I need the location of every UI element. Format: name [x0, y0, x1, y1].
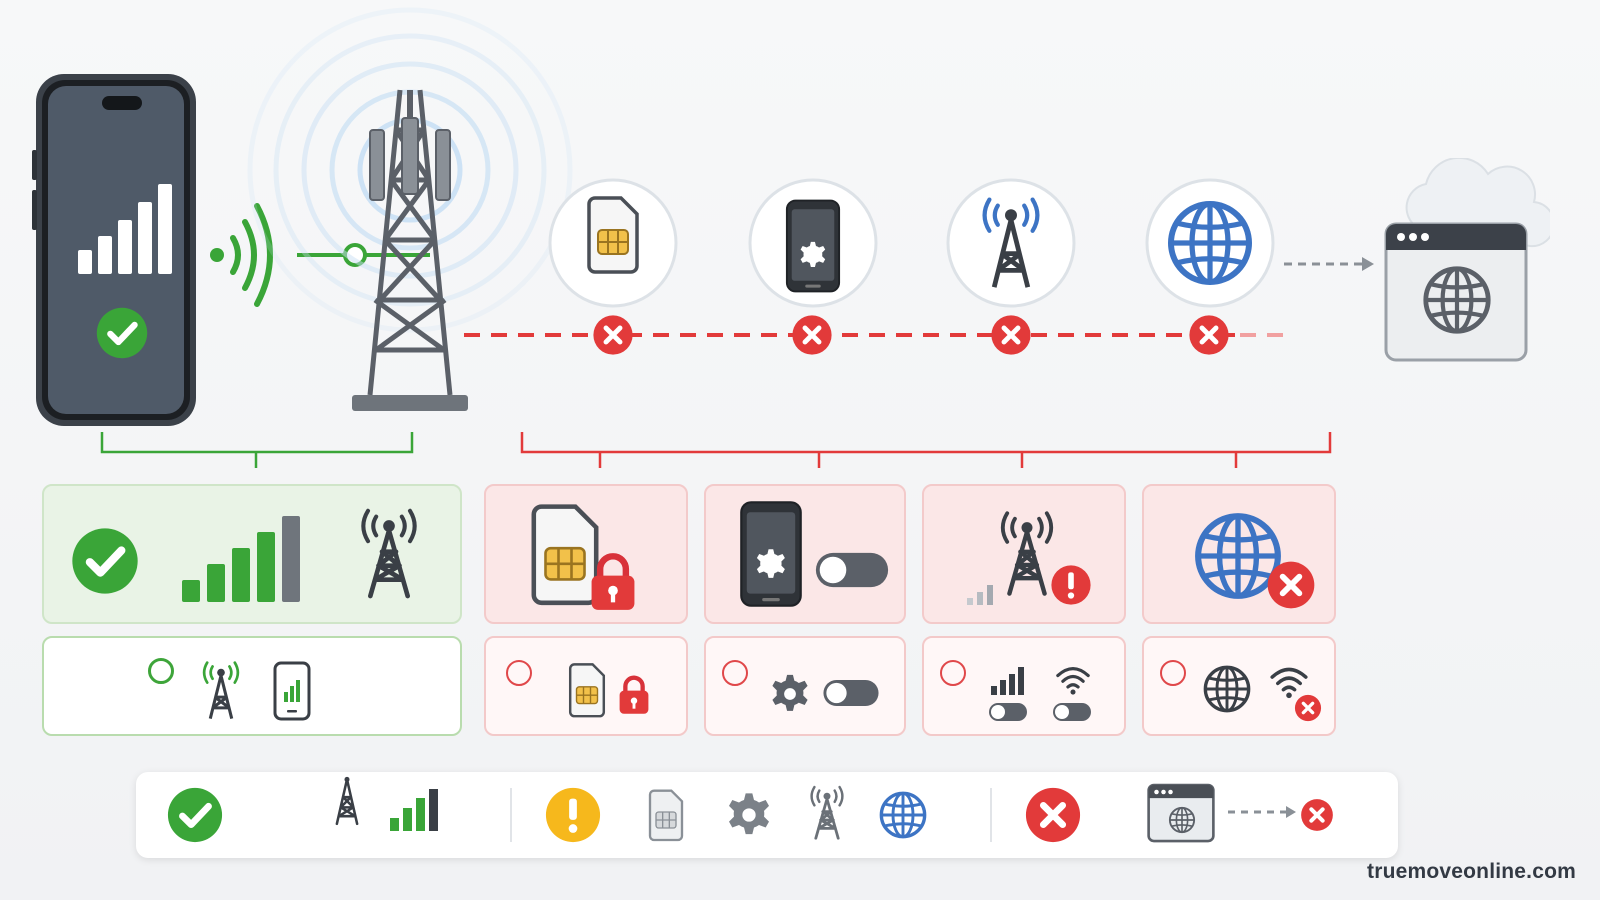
error-bracket [518, 430, 1336, 472]
signal-bars-icon [182, 516, 300, 602]
card-phone-settings [704, 484, 906, 624]
option-network[interactable] [922, 636, 1126, 736]
cell-tower-icon [202, 661, 240, 719]
padlock-icon [586, 552, 640, 612]
dashed-arrow-icon [1228, 806, 1296, 818]
checkpoint-globe [1143, 176, 1277, 310]
card-network [922, 484, 1126, 624]
check-circle-icon [70, 526, 140, 596]
ok-bracket [98, 430, 418, 472]
failure-path-line [460, 320, 1300, 350]
option-internet[interactable] [1142, 636, 1336, 736]
cell-tower [230, 0, 590, 420]
toggle-off-icon [1052, 702, 1092, 722]
legend-divider [510, 788, 512, 842]
radio-button-icon[interactable] [1160, 660, 1186, 686]
checkpoint-sim-card [546, 176, 680, 310]
x-circle-icon [1300, 798, 1334, 832]
watermark: truemoveonline.com [1367, 860, 1576, 883]
phone-signal-check-icon [95, 306, 149, 360]
x-circle-icon [1024, 786, 1082, 844]
checkpoint-antenna-x-icon [990, 314, 1032, 356]
padlock-icon [616, 674, 652, 716]
sim-card-icon [648, 789, 684, 842]
antenna-icon [806, 782, 848, 844]
alert-icon [1051, 565, 1091, 605]
gear-icon [768, 672, 812, 716]
radio-button-icon[interactable] [148, 658, 174, 684]
wifi-x-icon [1294, 694, 1322, 722]
card-ok-signal [42, 484, 462, 624]
cell-tower-icon [328, 768, 366, 834]
radio-button-icon[interactable] [722, 660, 748, 686]
signal-bars-icon [991, 667, 1024, 695]
globe-icon [878, 790, 928, 840]
sim-card-icon [566, 662, 608, 720]
radio-button-icon[interactable] [506, 660, 532, 686]
wifi-icon [1054, 664, 1092, 696]
card-sim-locked [484, 484, 688, 624]
toggle-off-icon [988, 702, 1028, 722]
card-internet [1142, 484, 1336, 624]
checkpoint-phone-settings [746, 176, 880, 310]
option-settings[interactable] [704, 636, 906, 736]
toggle-off-icon [814, 550, 890, 590]
option-ok[interactable] [42, 636, 462, 736]
checkpoint-globe-x-icon [1188, 314, 1230, 356]
option-sim[interactable] [484, 636, 688, 736]
exclamation-circle-icon [544, 786, 602, 844]
radio-button-icon[interactable] [940, 660, 966, 686]
weak-signal-icon [967, 585, 993, 605]
checkpoint-sim-x-icon [592, 314, 634, 356]
cell-tower-icon [354, 506, 424, 602]
checkpoint-antenna [944, 176, 1078, 310]
gear-icon [724, 790, 774, 840]
globe-icon [1202, 664, 1252, 714]
phone-settings-icon [738, 496, 804, 612]
destination-browser [1380, 158, 1550, 368]
browser-globe-icon [1168, 806, 1196, 834]
status-legend [136, 772, 1398, 858]
check-circle-icon [166, 786, 224, 844]
toggle-off-icon [822, 678, 880, 708]
x-circle-icon [1266, 560, 1316, 610]
phone-signal-icon [273, 661, 311, 721]
signal-bars-icon [390, 789, 438, 831]
hero-phone [30, 70, 200, 430]
legend-divider [990, 788, 992, 842]
checkpoint-phone-x-icon [791, 314, 833, 356]
destination-arrow [1282, 254, 1382, 274]
